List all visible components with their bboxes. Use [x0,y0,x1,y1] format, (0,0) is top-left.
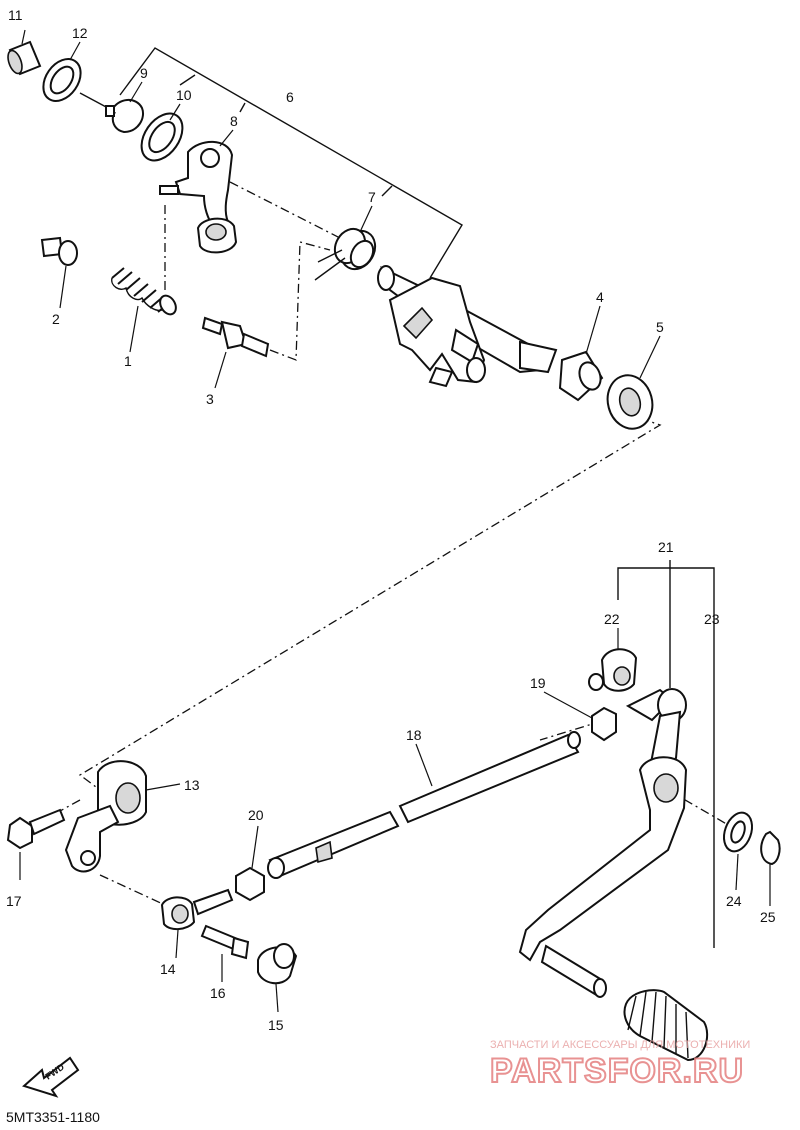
part-14-rod-end [160,888,234,930]
callout-21: 21 [658,539,674,555]
callout-4: 4 [596,289,604,305]
leader-lines [19,29,771,1013]
part-15-cap [257,943,298,985]
part-10-washer [140,112,184,162]
part-19-nut [591,706,617,742]
callout-20: 20 [248,807,264,823]
part-22-rod-end [588,648,638,692]
callout-7: 7 [368,189,376,205]
callout-13: 13 [184,777,200,793]
callout-numbers: 11 12 9 10 8 6 7 2 1 3 4 5 21 22 23 19 1… [6,7,776,1033]
callout-18: 18 [406,727,422,743]
part-8-lever-arm [159,140,238,254]
callout-1: 1 [124,353,132,369]
callout-24: 24 [726,893,742,909]
part-9-circlip [105,99,144,134]
pedal-rubber [623,989,709,1062]
part-11-collar [7,40,42,76]
callout-9: 9 [140,65,148,81]
part-6-shift-shaft [377,265,558,388]
callout-14: 14 [160,961,176,977]
part-17-bolt [6,808,66,850]
part-13-shift-arm [64,760,147,873]
callout-22: 22 [604,611,620,627]
group-bracket-lines [119,47,463,279]
watermark-brand: PARTSFOR.RU [490,1052,744,1090]
part-5-oil-seal [606,374,654,430]
part-3-bolt [201,316,270,358]
watermark: ЗАПЧАСТИ И АКСЕССУАРЫ ДЛЯ МОТОТЕХНИКИ PA… [489,1039,750,1091]
callout-23: 23 [704,611,720,627]
part-7-torsion-spring [314,227,377,281]
watermark-tagline: ЗАПЧАСТИ И АКСЕССУАРЫ ДЛЯ МОТОТЕХНИКИ [490,1039,750,1051]
part-16-bolt [200,924,250,960]
callout-11: 11 [8,7,23,23]
part-4-bushing [558,350,604,402]
assembly-dashed-lines [39,181,731,906]
pedal-group-bracket [617,560,715,948]
diagram-code: 5MT3351-1180 [6,1109,100,1125]
part-24-washer [722,811,754,853]
callout-25: 25 [760,909,776,925]
part-18-shift-rod [267,731,581,879]
part-2-pin [40,236,78,266]
part-20-nut [235,866,265,902]
fwd-arrow-icon: FWD [22,1056,80,1098]
callout-6: 6 [286,89,294,105]
callout-19: 19 [530,675,546,691]
callout-3: 3 [206,391,214,407]
callout-16: 16 [210,985,226,1001]
callout-5: 5 [656,319,664,335]
callout-2: 2 [52,311,60,327]
callout-10: 10 [176,87,192,103]
part-23-shift-pedal [518,688,688,998]
callout-15: 15 [268,1017,284,1033]
callout-8: 8 [230,113,238,129]
part-25-circlip [760,830,781,866]
callout-12: 12 [72,25,88,41]
part-1-spring [111,267,177,316]
callout-17: 17 [6,893,22,909]
part-12-washer [42,58,82,102]
